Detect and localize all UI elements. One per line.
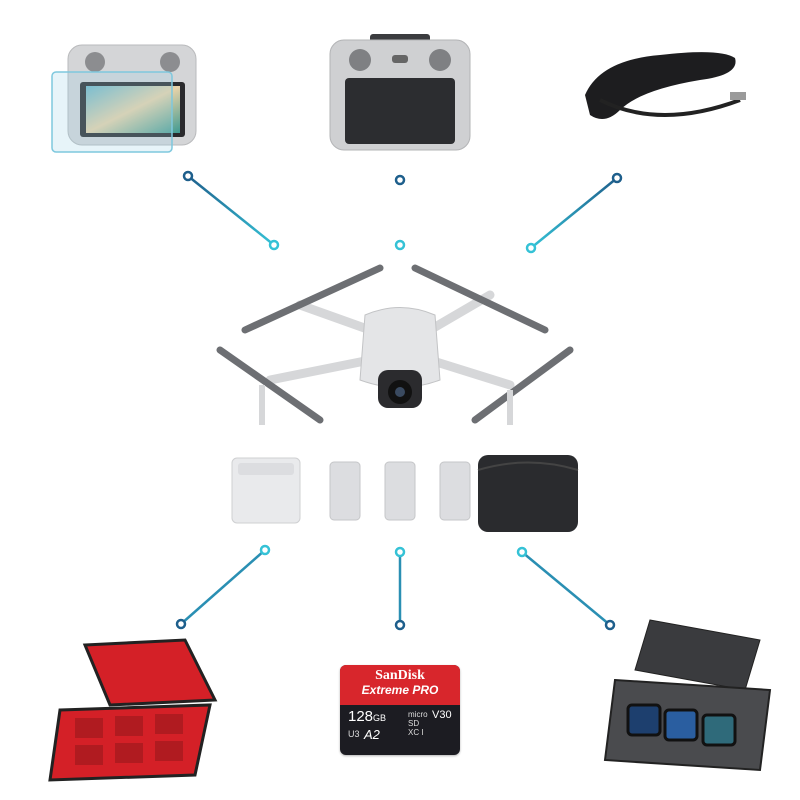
- lanyard-strap: [585, 52, 746, 119]
- connector-bottom-left: [175, 544, 271, 630]
- nd-filter-case: [603, 619, 772, 772]
- remote-controller-with-screen-protector: [51, 44, 197, 153]
- sd-video-class: V30: [432, 709, 452, 721]
- shoulder-bag: [477, 455, 579, 532]
- connector-top-right: [525, 172, 623, 254]
- memory-card-case: [48, 638, 218, 782]
- sd-app-class: A2: [364, 727, 380, 742]
- sd-capacity-unit: GB: [373, 713, 387, 723]
- sd-capacity: 128GB: [348, 709, 386, 726]
- microsd-card: SanDisk Extreme PRO 128GB micro SD XC I …: [340, 665, 460, 755]
- charging-hub: [231, 457, 301, 524]
- connector-bottom-right: [516, 546, 616, 631]
- sd-format: micro SD XC I: [408, 710, 428, 737]
- sd-uhs-class: U3: [348, 729, 360, 739]
- connector-bottom-center: [394, 546, 406, 631]
- sd-brand: SanDisk: [375, 668, 425, 683]
- sd-product-line: Extreme PRO: [361, 683, 439, 697]
- connector-top-center: [394, 174, 406, 251]
- sd-capacity-value: 128: [348, 708, 374, 725]
- drone: [216, 264, 574, 425]
- connector-top-left: [182, 170, 280, 251]
- batteries: [329, 461, 471, 521]
- remote-controller: [329, 34, 471, 151]
